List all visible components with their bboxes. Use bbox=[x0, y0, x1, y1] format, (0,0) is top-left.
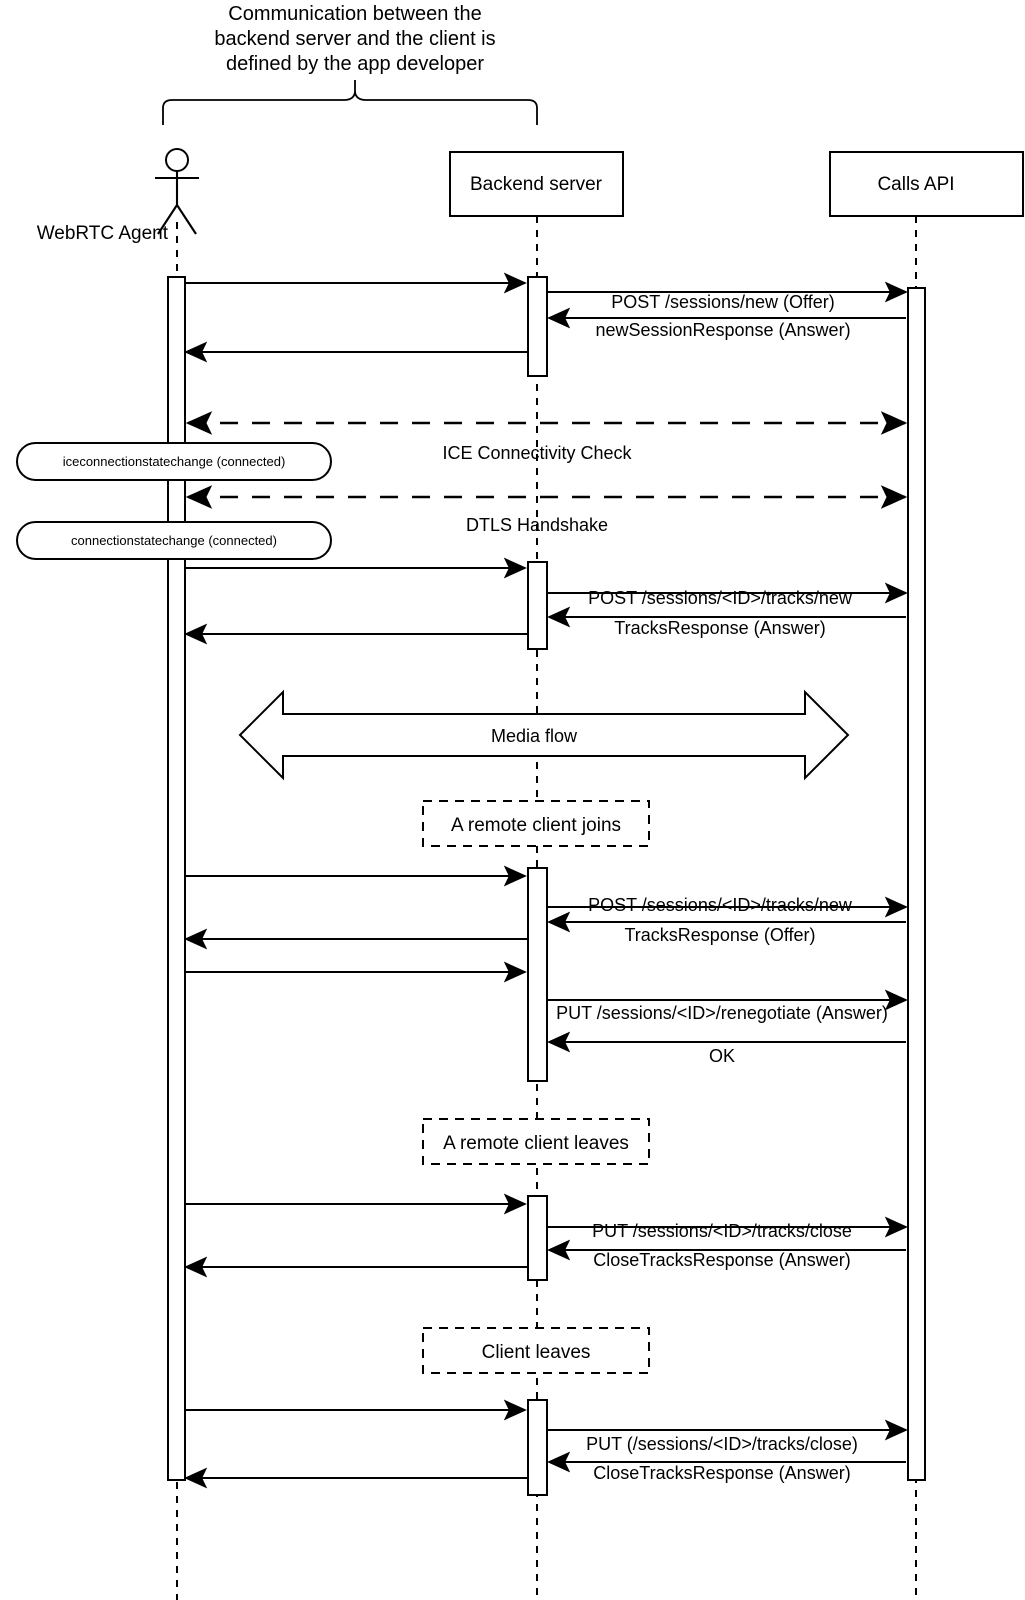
actor-leg-left-icon bbox=[157, 204, 178, 235]
note-box-remote-join bbox=[422, 800, 650, 847]
message-group-ice-check: ICE Connectivity Check bbox=[185, 411, 908, 463]
activation-backend-3 bbox=[527, 867, 548, 1082]
actor-leg-right-icon bbox=[176, 204, 197, 235]
message-label-put-renegotiate: PUT /sessions/<ID>/renegotiate (Answer) bbox=[556, 1003, 888, 1023]
activation-api bbox=[907, 287, 926, 1481]
message-group-dtls: DTLS Handshake bbox=[185, 485, 908, 535]
activation-backend-5 bbox=[527, 1399, 548, 1496]
actor-head-icon bbox=[165, 148, 189, 172]
message-group-session-new: POST /sessions/new (Offer) newSessionRes… bbox=[184, 272, 908, 363]
message-label-new-session-response: newSessionResponse (Answer) bbox=[595, 320, 850, 340]
activation-agent bbox=[167, 276, 186, 1481]
message-label-close-tracks-response-2: CloseTracksResponse (Answer) bbox=[593, 1463, 850, 1483]
participant-label-backend: Backend server bbox=[470, 174, 603, 195]
note-label-client-leaves: Client leaves bbox=[482, 1342, 591, 1363]
participant-webrtc-agent[interactable]: WebRTC Agent bbox=[37, 148, 199, 244]
participant-label-api: Calls API bbox=[877, 174, 954, 195]
message-group-tracks-close-2: PUT (/sessions/<ID>/tracks/close) CloseT… bbox=[184, 1399, 908, 1489]
note-label-remote-client-joins: A remote client joins bbox=[451, 815, 621, 836]
message-label-ok: OK bbox=[709, 1046, 735, 1066]
calls-api-box bbox=[829, 151, 1024, 217]
message-group-tracks-new-1: POST /sessions/<ID>/tracks/new TracksRes… bbox=[184, 557, 908, 645]
title-line-3: defined by the app developer bbox=[226, 53, 484, 75]
note-box-remote-leave bbox=[422, 1118, 650, 1165]
message-label-post-sessions-new: POST /sessions/new (Offer) bbox=[611, 292, 834, 312]
message-label-dtls-handshake: DTLS Handshake bbox=[466, 515, 608, 535]
message-label-put-tracks-close-2: PUT (/sessions/<ID>/tracks/close) bbox=[586, 1434, 858, 1454]
note-label-remote-client-leaves: A remote client leaves bbox=[443, 1133, 629, 1154]
message-label-media-flow: Media flow bbox=[491, 726, 578, 746]
state-label-connectionstatechange: connectionstatechange (connected) bbox=[71, 533, 277, 548]
activation-backend-2 bbox=[527, 561, 548, 650]
state-bubble-1 bbox=[16, 442, 332, 481]
title-line-2: backend server and the client is bbox=[214, 28, 495, 50]
media-flow: Media flow bbox=[238, 689, 850, 781]
state-bubble-2 bbox=[16, 521, 332, 560]
note-box-client-leaves bbox=[422, 1327, 650, 1374]
state-label-iceconnectionstatechange: iceconnectionstatechange (connected) bbox=[63, 454, 286, 469]
scope-brace bbox=[162, 80, 538, 125]
participant-calls-api[interactable]: Calls API bbox=[829, 151, 1024, 217]
message-group-tracks-close-1: PUT /sessions/<ID>/tracks/close CloseTra… bbox=[184, 1193, 908, 1278]
message-label-tracks-response-answer: TracksResponse (Answer) bbox=[614, 618, 825, 638]
message-label-ice-check: ICE Connectivity Check bbox=[442, 443, 632, 463]
participant-backend-server[interactable]: Backend server bbox=[449, 151, 624, 217]
note-remote-client-leaves: A remote client leaves bbox=[422, 1118, 650, 1165]
message-label-post-tracks-new-1: POST /sessions/<ID>/tracks/new bbox=[588, 588, 853, 608]
note-client-leaves: Client leaves bbox=[422, 1327, 650, 1374]
activation-backend-1 bbox=[527, 276, 548, 377]
participant-label-agent: WebRTC Agent bbox=[37, 223, 169, 244]
activation-backend-4 bbox=[527, 1195, 548, 1281]
diagram-title: Communication between the backend server… bbox=[214, 3, 495, 75]
note-remote-client-joins: A remote client joins bbox=[422, 800, 650, 847]
message-label-post-tracks-new-2: POST /sessions/<ID>/tracks/new bbox=[588, 895, 853, 915]
state-event-connectionstatechange: connectionstatechange (connected) bbox=[16, 521, 332, 560]
media-flow-arrow-shape bbox=[238, 689, 850, 781]
title-line-1: Communication between the bbox=[228, 3, 481, 25]
message-label-put-tracks-close-1: PUT /sessions/<ID>/tracks/close bbox=[592, 1221, 852, 1241]
message-group-renegotiate: POST /sessions/<ID>/tracks/new TracksRes… bbox=[184, 865, 908, 1066]
message-label-close-tracks-response-1: CloseTracksResponse (Answer) bbox=[593, 1250, 850, 1270]
message-label-tracks-response-offer: TracksResponse (Offer) bbox=[624, 925, 815, 945]
state-event-iceconnectionstatechange: iceconnectionstatechange (connected) bbox=[16, 442, 332, 481]
backend-server-box bbox=[449, 151, 624, 217]
